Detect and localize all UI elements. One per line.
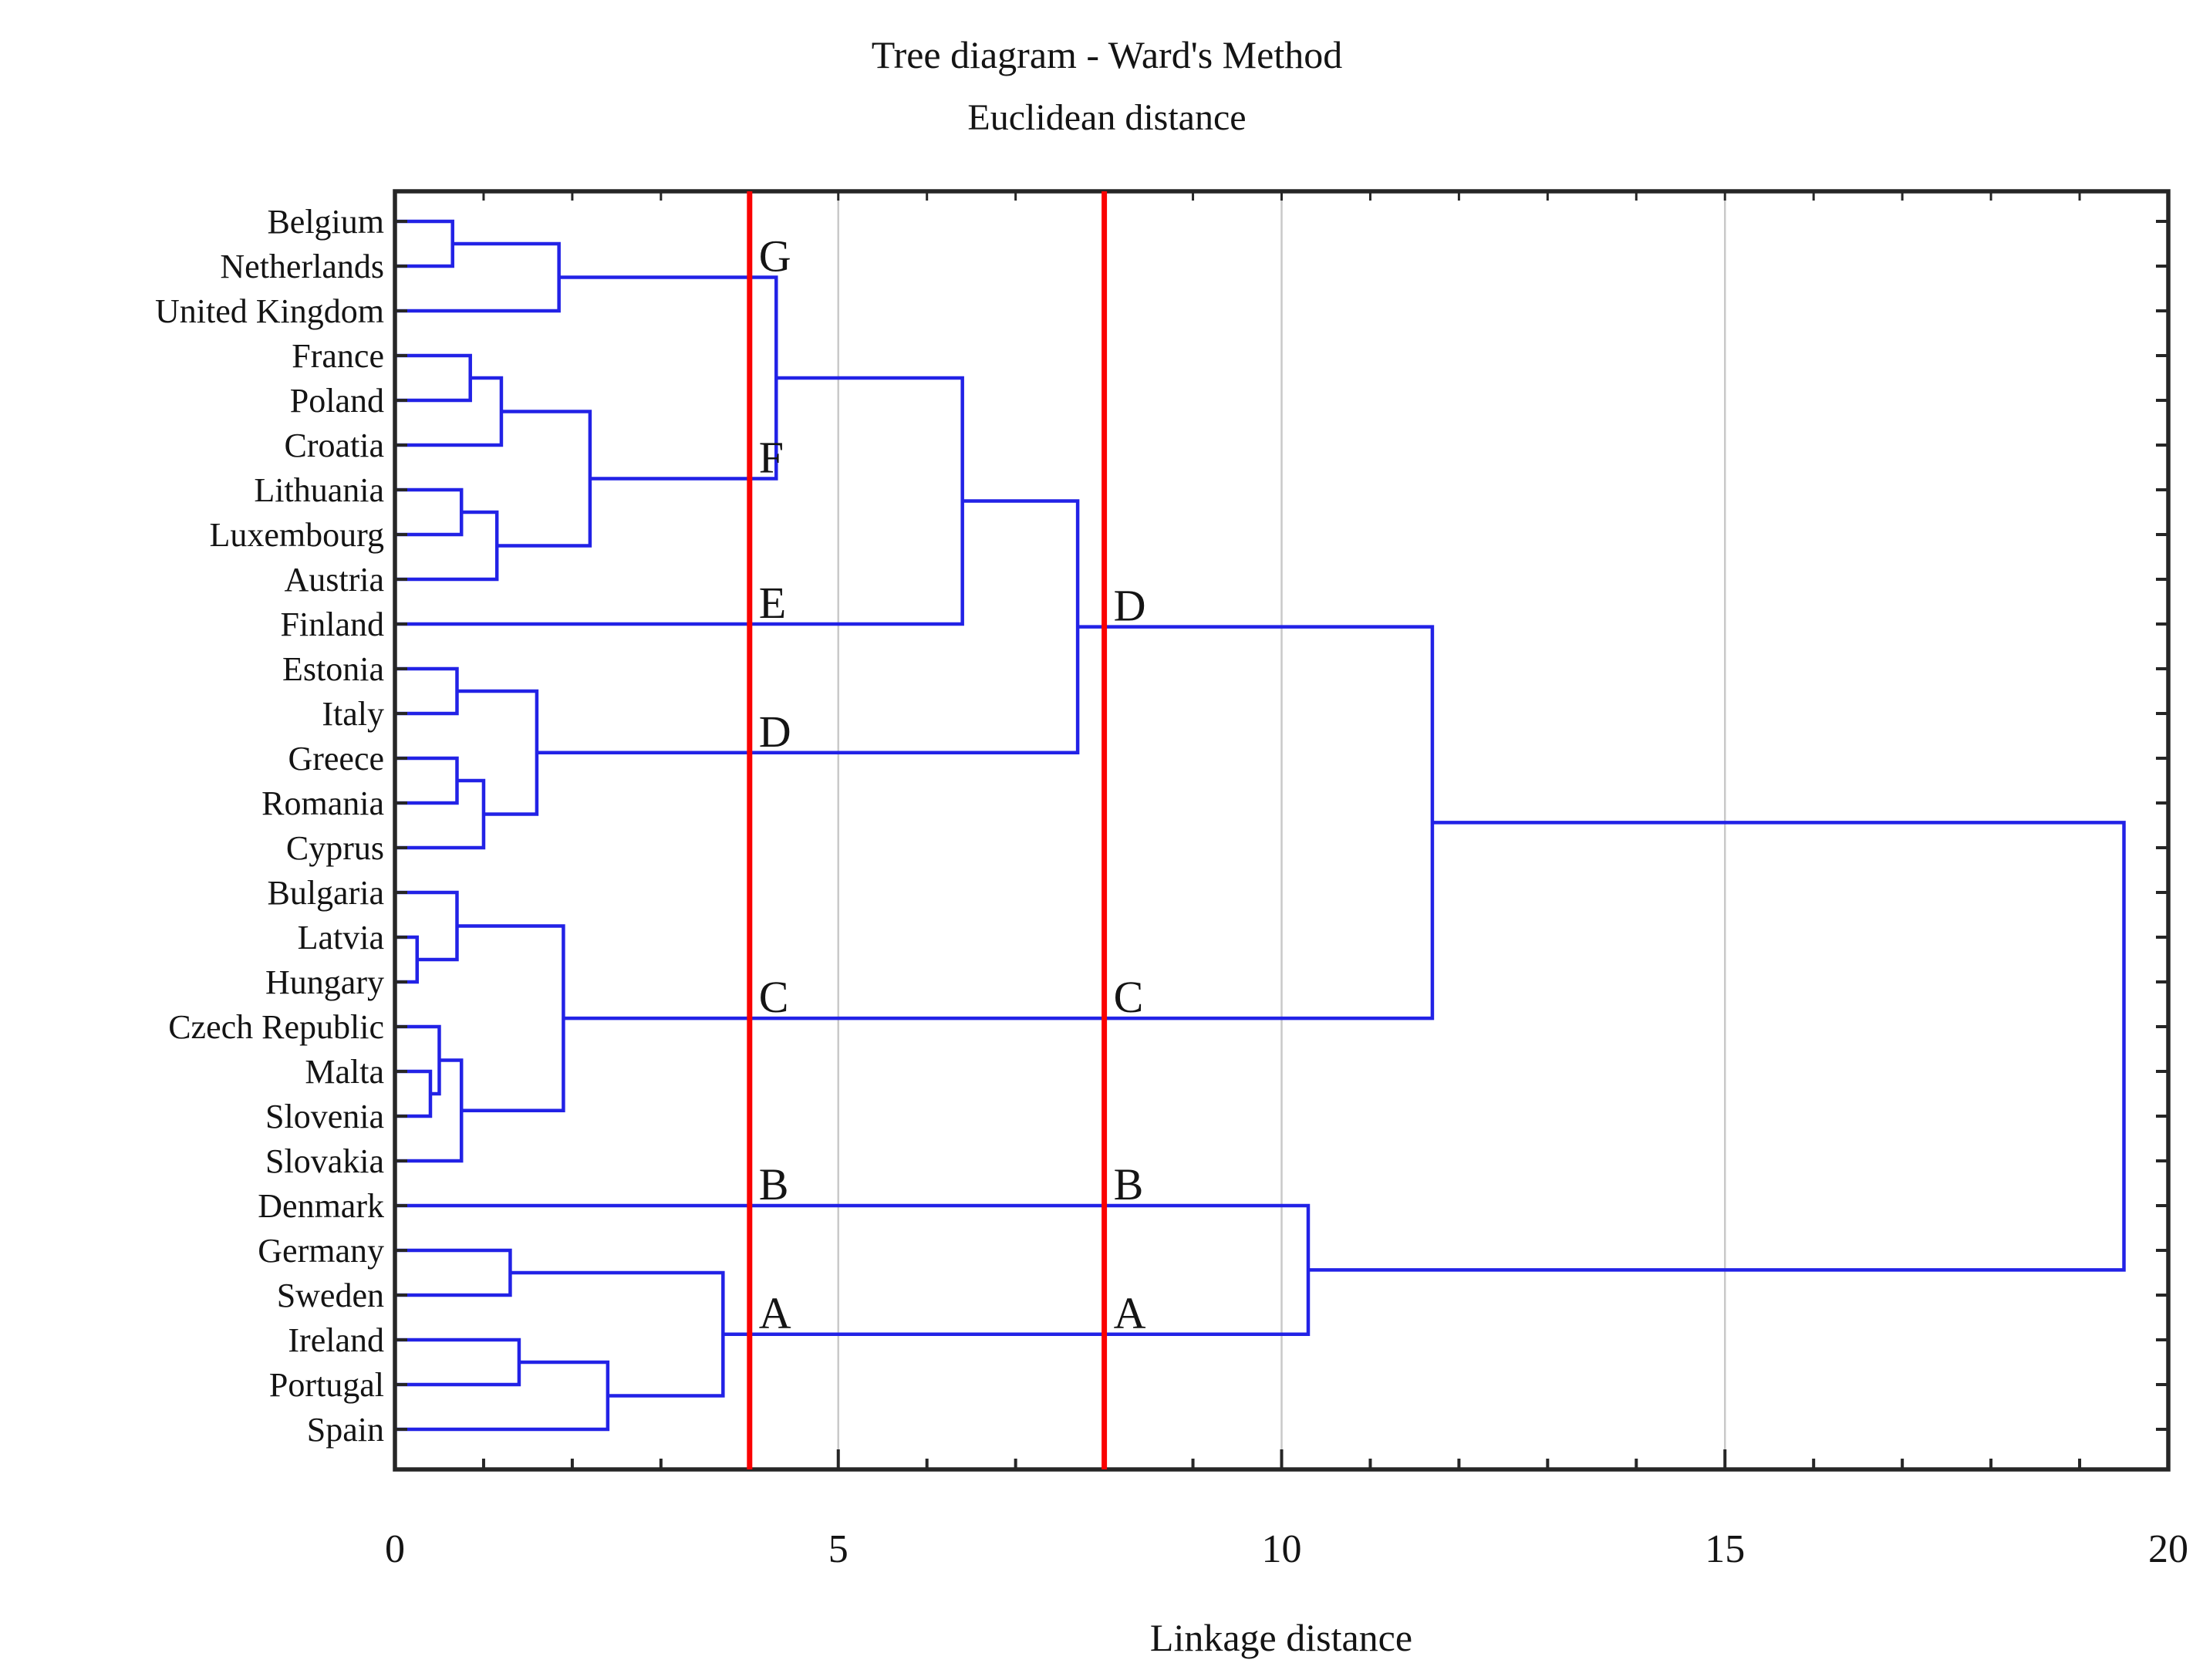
x-tick-label-15: 15 bbox=[1705, 1527, 1745, 1571]
link-m14 bbox=[536, 499, 1080, 754]
cut-label-G-at-4: G bbox=[759, 231, 791, 282]
link-m10 bbox=[395, 666, 459, 716]
link-m13 bbox=[457, 689, 539, 816]
link-m11 bbox=[395, 756, 459, 805]
leaf-label-slovenia: Slovenia bbox=[265, 1098, 384, 1135]
leaf-label-finland: Finland bbox=[281, 606, 384, 643]
dendrogram-links bbox=[395, 219, 2126, 1432]
link-m3 bbox=[395, 353, 472, 403]
link-m19 bbox=[395, 1058, 464, 1163]
link-m6 bbox=[395, 510, 499, 582]
leaf-label-germany: Germany bbox=[258, 1232, 384, 1270]
leaf-label-romania: Romania bbox=[261, 784, 384, 822]
leaf-label-czech-republic: Czech Republic bbox=[168, 1008, 384, 1046]
leaf-label-united-kingdom: United Kingdom bbox=[155, 292, 384, 330]
leaf-label-italy: Italy bbox=[322, 695, 384, 733]
leaf-label-latvia: Latvia bbox=[298, 919, 384, 956]
x-tick-labels: 0 5 10 15 20 bbox=[385, 1527, 2188, 1571]
cut-label-A-at-4: A bbox=[759, 1288, 791, 1338]
link-m1 bbox=[395, 219, 454, 268]
x-axis-title: Linkage distance bbox=[1150, 1616, 1412, 1659]
leaf-label-ireland: Ireland bbox=[288, 1321, 384, 1359]
cut-label-E-at-4: E bbox=[759, 578, 786, 628]
leaf-label-malta: Malta bbox=[305, 1053, 384, 1091]
cut-lines bbox=[747, 191, 1108, 1469]
leaf-label-denmark: Denmark bbox=[258, 1187, 384, 1225]
x-tick-label-10: 10 bbox=[1262, 1527, 1302, 1571]
link-m4 bbox=[395, 376, 504, 447]
cut-label-B-at-8: B bbox=[1114, 1159, 1144, 1209]
leaf-label-greece: Greece bbox=[288, 740, 384, 778]
cut-letters: G F E D C B A D C B A bbox=[759, 231, 1146, 1338]
link-m15 bbox=[395, 935, 419, 984]
cut-label-C-at-4: C bbox=[759, 972, 789, 1022]
x-tick-label-0: 0 bbox=[385, 1527, 405, 1571]
leaf-label-sweden: Sweden bbox=[277, 1277, 384, 1314]
cut-label-D-at-8: D bbox=[1114, 581, 1146, 631]
link-m17 bbox=[395, 1069, 433, 1118]
link-m18 bbox=[395, 1024, 441, 1096]
cut-label-B-at-4: B bbox=[759, 1159, 789, 1209]
cut-label-D-at-4: D bbox=[759, 707, 791, 757]
leaf-label-estonia: Estonia bbox=[282, 650, 384, 688]
link-m27 bbox=[1307, 821, 2126, 1272]
cut-label-C-at-8: C bbox=[1114, 972, 1144, 1022]
link-m2 bbox=[395, 241, 561, 313]
leaf-label-spain: Spain bbox=[307, 1411, 384, 1449]
leaf-label-luxembourg: Luxembourg bbox=[210, 516, 385, 554]
link-m8 bbox=[558, 275, 778, 481]
link-m23 bbox=[395, 1338, 521, 1387]
gridlines bbox=[837, 191, 1726, 1469]
leaf-label-croatia: Croatia bbox=[284, 427, 384, 464]
link-m21 bbox=[563, 625, 1435, 1020]
link-m7 bbox=[497, 410, 592, 548]
leaf-label-slovakia: Slovakia bbox=[265, 1142, 384, 1180]
leaf-label-france: France bbox=[292, 337, 384, 375]
link-m24 bbox=[395, 1360, 610, 1432]
chart-subtitle: Euclidean distance bbox=[967, 97, 1246, 138]
link-m9 bbox=[395, 376, 964, 626]
chart-title: Tree diagram - Ward's Method bbox=[872, 33, 1342, 76]
x-tick-label-5: 5 bbox=[828, 1527, 848, 1571]
leaf-label-belgium: Belgium bbox=[267, 203, 384, 241]
link-m25 bbox=[510, 1270, 725, 1398]
leaf-label-poland: Poland bbox=[290, 382, 384, 420]
x-tick-label-20: 20 bbox=[2148, 1527, 2188, 1571]
link-m12 bbox=[395, 778, 486, 850]
link-m16 bbox=[395, 890, 459, 962]
leaf-label-netherlands: Netherlands bbox=[220, 248, 384, 285]
leaf-label-lithuania: Lithuania bbox=[254, 471, 384, 509]
leaf-label-austria: Austria bbox=[284, 561, 384, 599]
link-m26 bbox=[395, 1203, 1311, 1336]
link-m22 bbox=[395, 1248, 512, 1297]
leaf-label-portugal: Portugal bbox=[269, 1366, 384, 1404]
link-m5 bbox=[395, 487, 464, 537]
cut-label-F-at-4: F bbox=[759, 433, 784, 483]
link-m20 bbox=[457, 924, 565, 1112]
leaf-label-hungary: Hungary bbox=[265, 963, 384, 1001]
leaf-label-cyprus: Cyprus bbox=[286, 829, 384, 867]
leaf-label-bulgaria: Bulgaria bbox=[267, 874, 384, 912]
cut-label-A-at-8: A bbox=[1114, 1288, 1146, 1338]
